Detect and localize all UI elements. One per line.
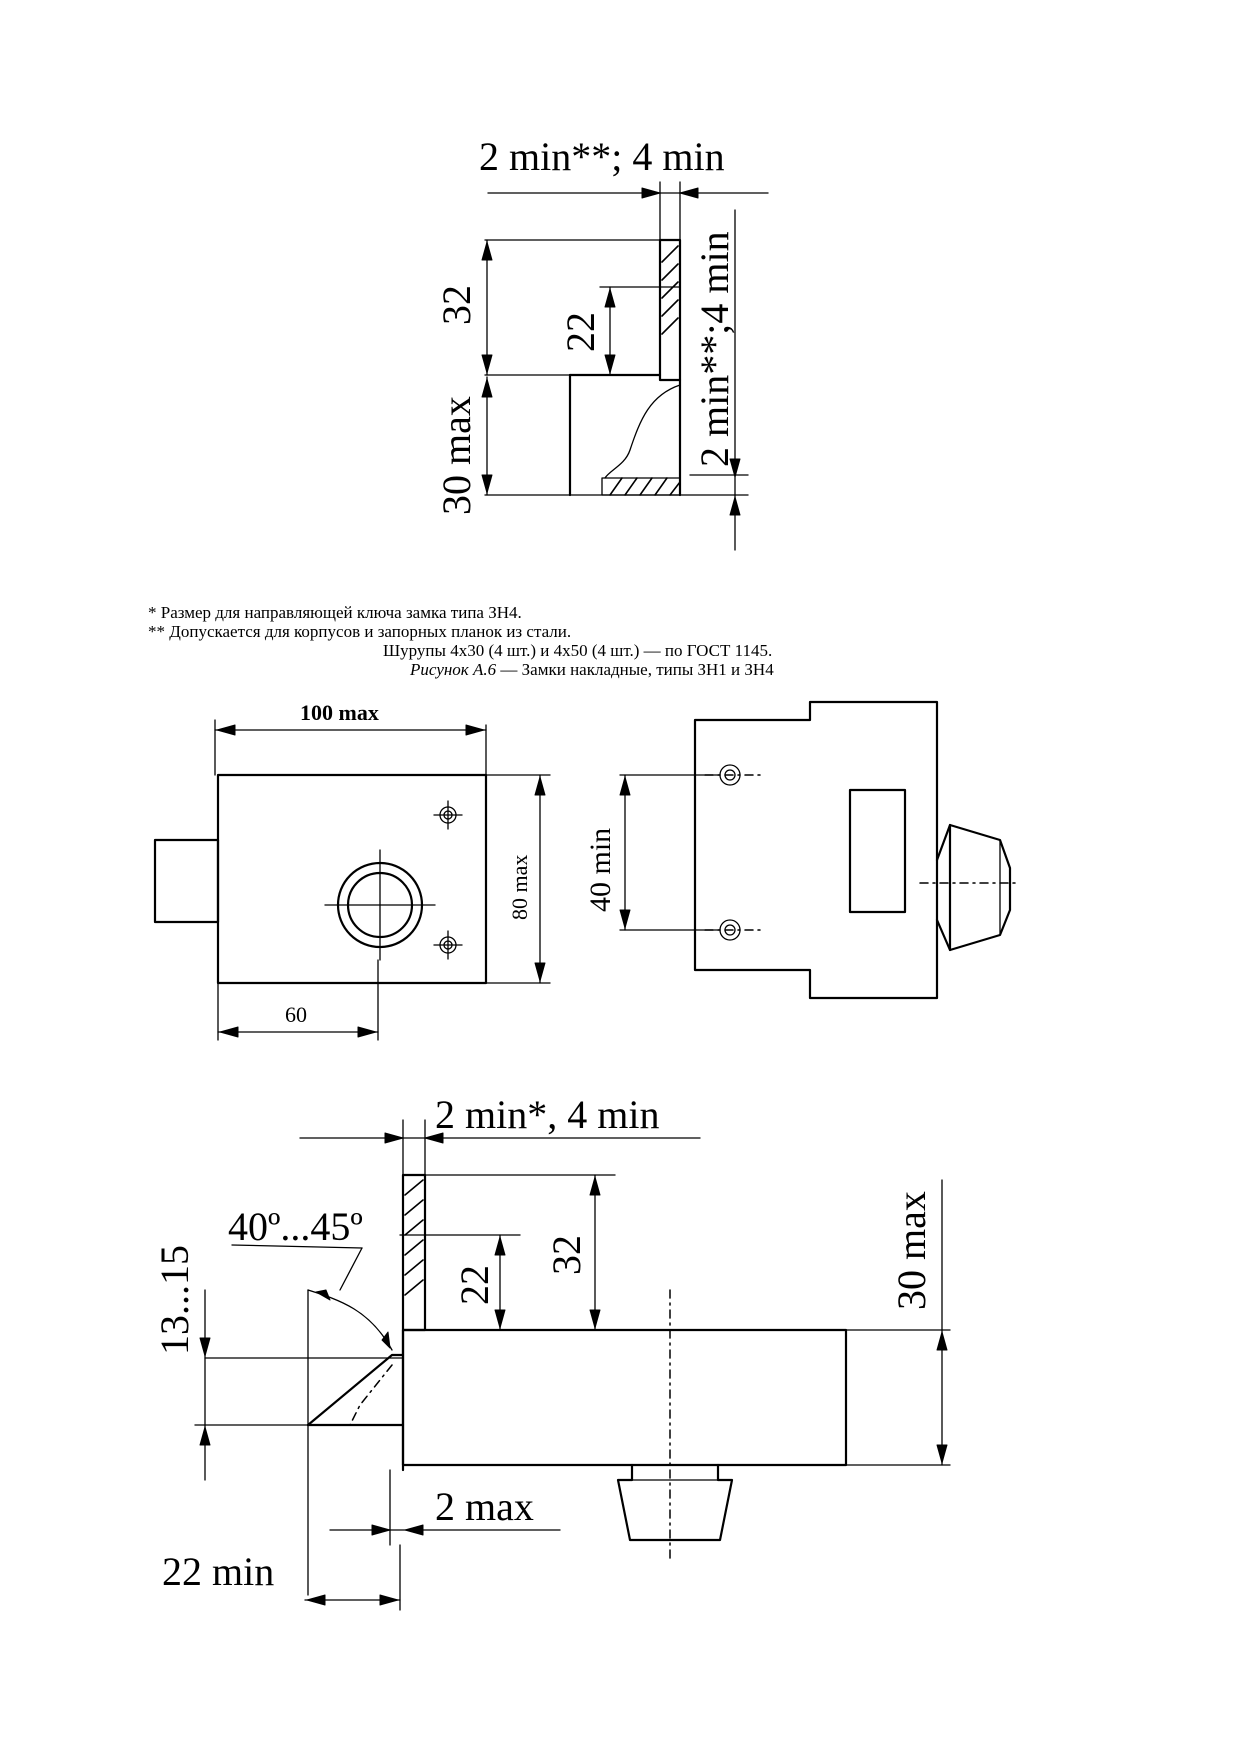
dim-30max-label: 30 max — [434, 396, 479, 515]
hatched-bolt — [601, 477, 681, 496]
figure-caption: Рисунок А.6 — Замки накладные, типы ЗН1 … — [410, 660, 774, 679]
arrow-icon — [679, 187, 699, 199]
note-1: * Размер для направляющей ключа замка ти… — [148, 603, 522, 622]
dim-gap-label: 2 min**; 4 min — [479, 134, 725, 179]
figure-notes: * Размер для направляющей ключа замка ти… — [148, 603, 1148, 641]
caption-label: Рисунок А.6 — [410, 660, 497, 679]
caption-text: — Замки накладные, типы ЗН1 и ЗН4 — [496, 660, 774, 679]
dim-32-label: 32 — [434, 285, 479, 325]
dim-vertical-gap-label: 2 min**;4 min — [692, 231, 737, 467]
screws-note: Шурупы 4х30 (4 шт.) и 4х50 (4 шт.) — по … — [383, 641, 773, 660]
strike-plate — [658, 238, 682, 382]
arrow-icon — [641, 187, 661, 199]
dim-22-label: 22 — [558, 312, 603, 352]
note-2: ** Допускается для корпусов и запорных п… — [148, 622, 572, 641]
